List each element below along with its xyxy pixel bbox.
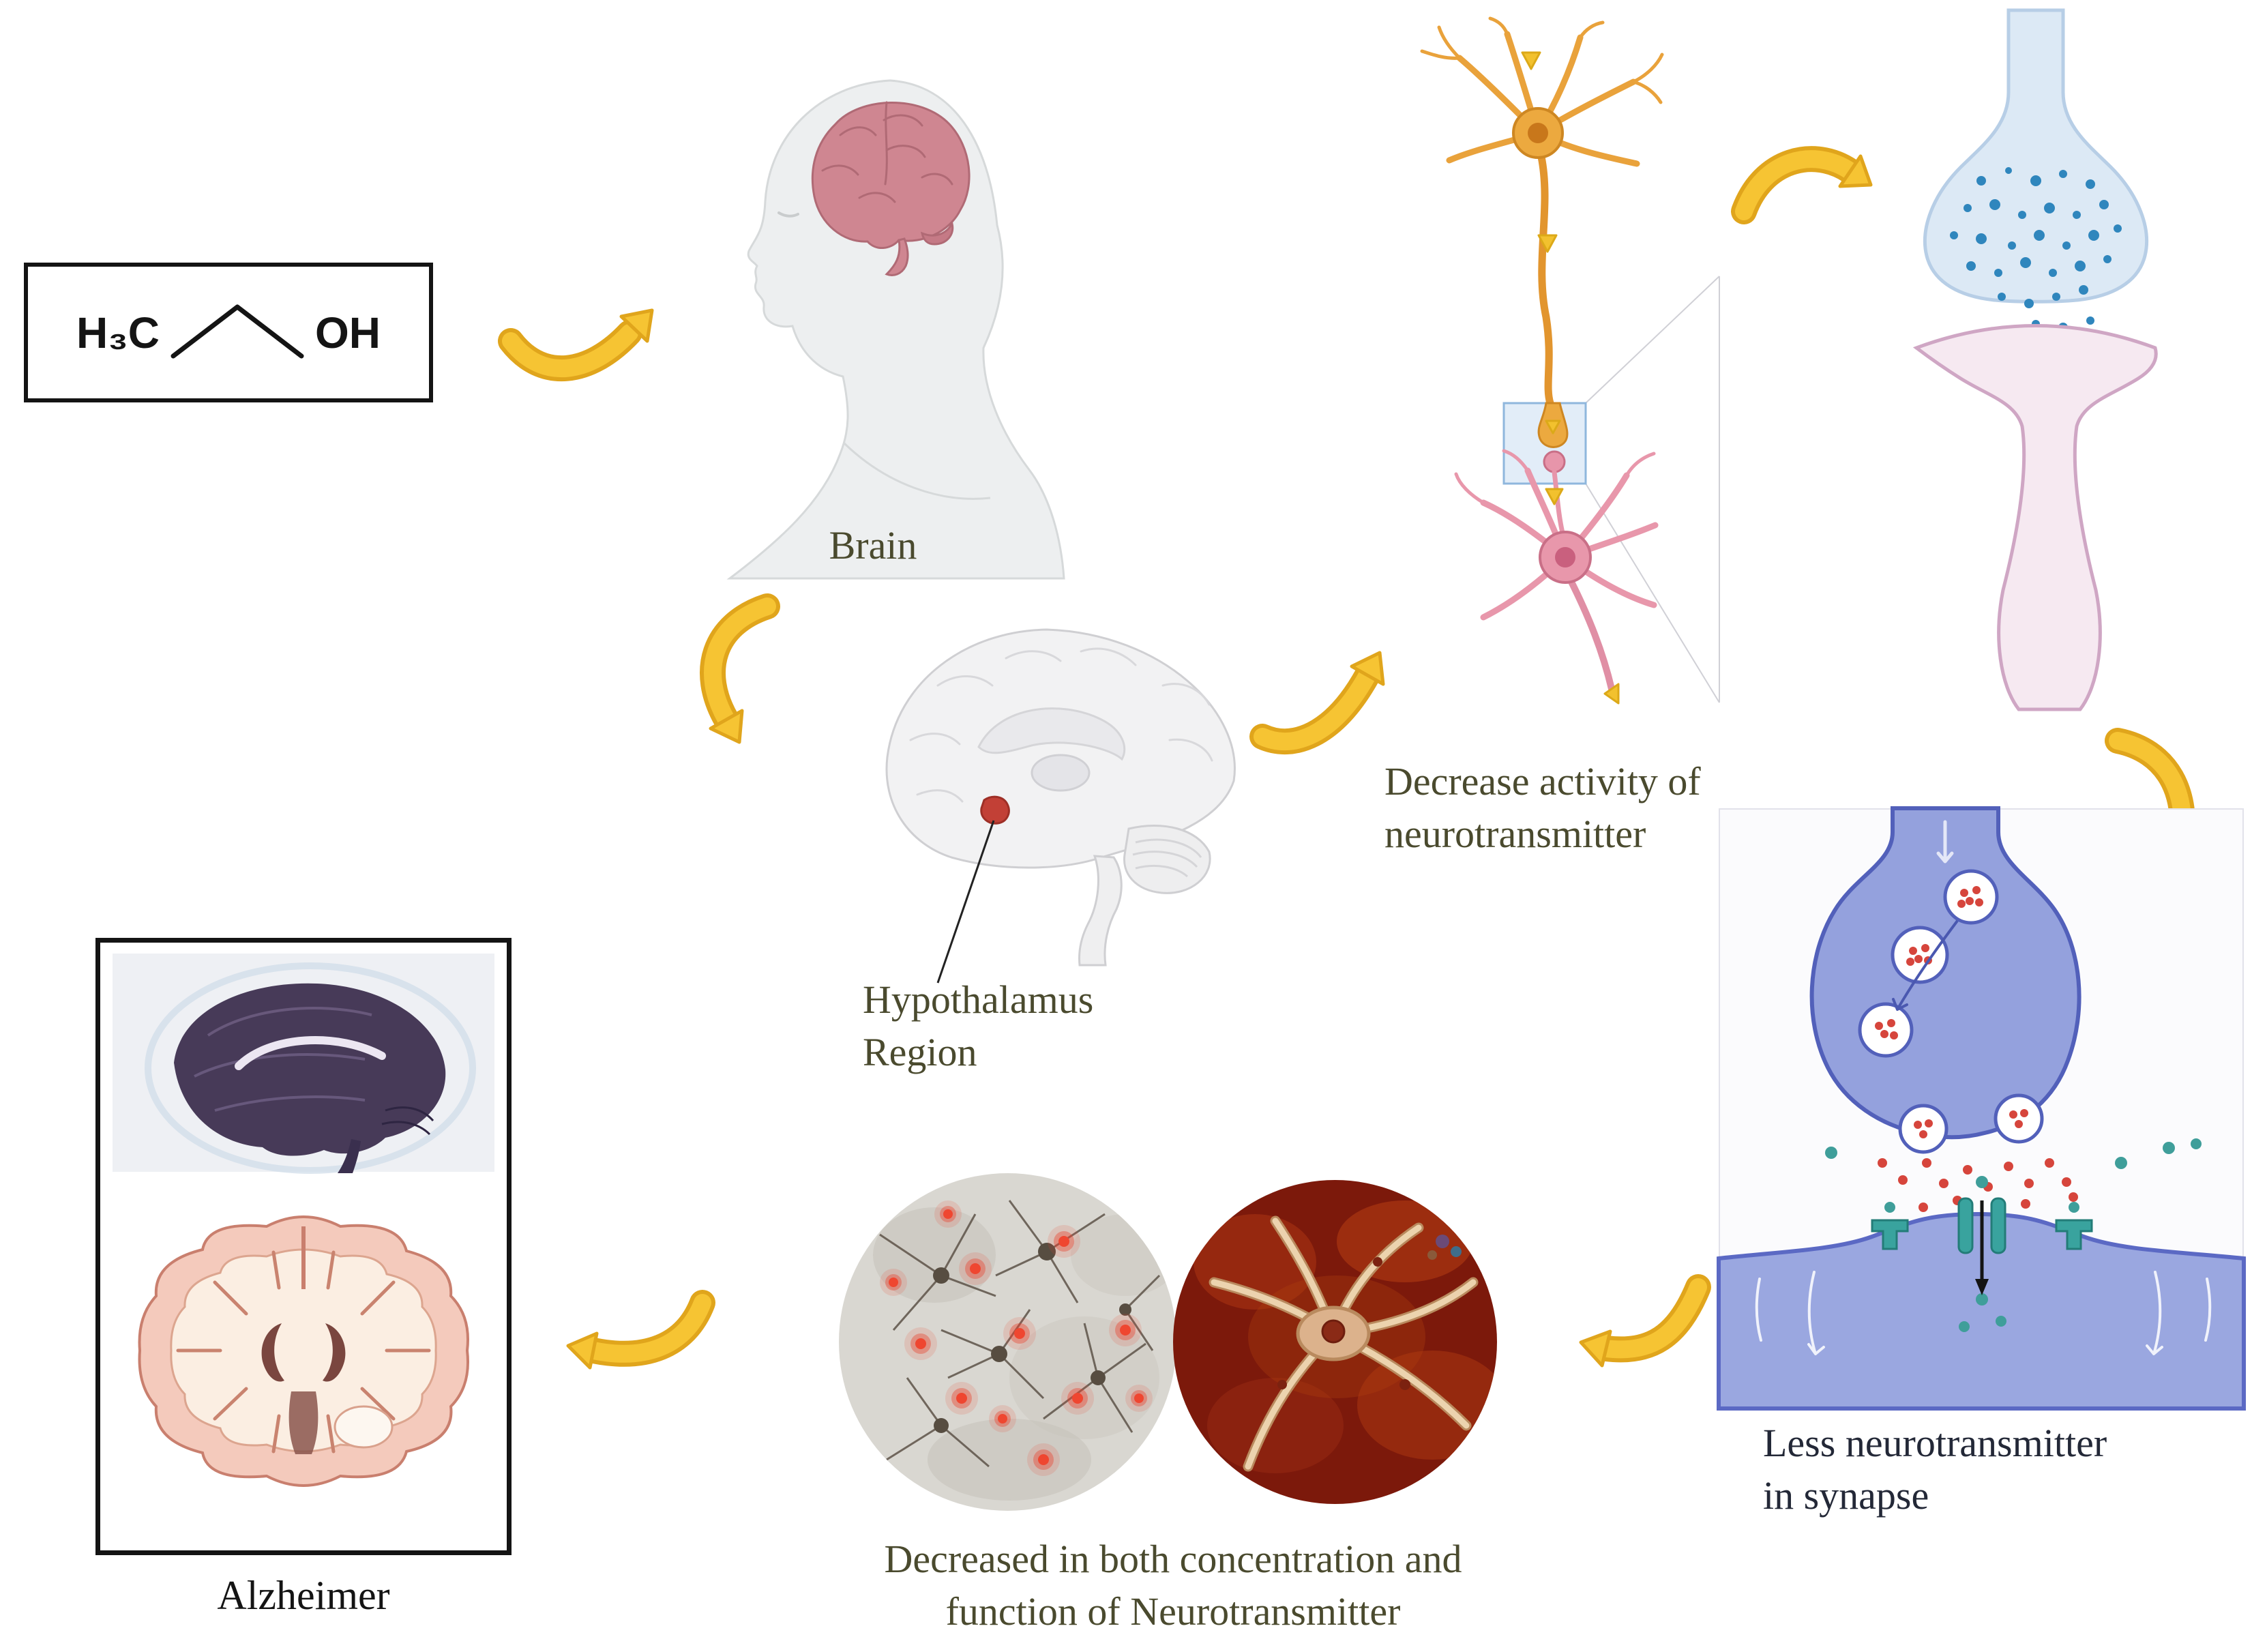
- ion-dots: [1884, 1202, 2079, 1332]
- presynaptic-terminal: [1923, 8, 2149, 304]
- flow-arrow-detail-to-micrographs: [1579, 1274, 1711, 1368]
- axon: [1537, 153, 1554, 407]
- head-silhouette: [726, 79, 1065, 580]
- coronal-brain-image: [138, 1215, 469, 1487]
- brain-label: Brain: [829, 523, 917, 567]
- synapse-overview-illustration: [1912, 8, 2158, 711]
- postsynaptic-spine: [1912, 324, 2158, 711]
- hypothalamus-marker: [980, 795, 1010, 825]
- less-neurotransmitter-label: Less neurotransmitter in synapse: [1763, 1421, 2107, 1518]
- activity-glow-dots: [880, 1200, 1153, 1476]
- brain-shape: [811, 101, 971, 276]
- corpus-callosum: [977, 707, 1126, 761]
- ethanol-right-label: OH: [315, 308, 381, 357]
- left-ventricle: [261, 1323, 284, 1382]
- ethanol-left-label: H₃C: [76, 308, 160, 357]
- neuron-pair-illustration: [1420, 16, 1720, 705]
- callout-lines: [1585, 276, 1720, 703]
- thalamus: [1031, 754, 1091, 792]
- intracellular-arrows: [1755, 1271, 2212, 1355]
- white-matter: [170, 1248, 437, 1453]
- postsynaptic-bouton: [1543, 450, 1566, 473]
- cerebellum: [1123, 824, 1211, 894]
- sulci-lines: [176, 1250, 431, 1454]
- neuron-somas: [933, 1243, 1131, 1433]
- modulator-dots: [1825, 1138, 2202, 1188]
- presynaptic-neuron: [1420, 16, 1664, 407]
- right-ventricle: [323, 1323, 346, 1382]
- flow-arrow-hypothalamus-to-neuron: [1249, 651, 1385, 754]
- flow-arrow-neuron-to-synapse: [1731, 146, 1873, 224]
- head-brain-illustration: [726, 79, 1065, 580]
- cerebrum-outline: [885, 628, 1236, 869]
- postsynaptic-neuron: [1454, 449, 1659, 692]
- released-neurotransmitter-dots: [1878, 1158, 2078, 1212]
- signal-direction-arrows: [1521, 51, 1620, 705]
- receptors: [1871, 1197, 2093, 1254]
- decreased-concentration-label: Decreased in both concentration and func…: [884, 1537, 1462, 1634]
- hypothalamus-label: Hypothalamus Region: [863, 977, 1094, 1074]
- synaptic-vesicles: [1858, 869, 2044, 1154]
- synapse-detail-illustration: [1717, 806, 2246, 1411]
- ethanol-structure: H₃C OH: [24, 263, 433, 402]
- hypothalamus-pointer-line: [936, 820, 995, 984]
- flow-arrow-ethanol-to-brain: [498, 308, 654, 382]
- neuron-micrograph-circle: [839, 1173, 1176, 1511]
- neuron-processes: [879, 1200, 1161, 1468]
- closed-eye-line: [777, 211, 799, 218]
- chemical-bond-line: [171, 304, 304, 359]
- atrophy-region: [334, 1405, 394, 1449]
- flow-arrow-brain-to-hypothalamus: [700, 593, 780, 744]
- brainstem: [1078, 855, 1123, 967]
- flow-arrow-micrographs-to-alzheimer: [566, 1290, 715, 1370]
- astrocyte-micrograph-circle: [1173, 1180, 1497, 1504]
- alzheimer-label: Alzheimer: [217, 1573, 390, 1618]
- alzheimer-image-box: [95, 938, 512, 1555]
- decrease-activity-label: Decrease activity of neurotransmitter: [1384, 759, 1701, 856]
- mri-brain-image: [113, 954, 494, 1174]
- vesicle-movement-arrow: [1896, 919, 1959, 1010]
- central-atrophy-gap: [288, 1391, 318, 1454]
- detail-postsynaptic-membrane: [1717, 1211, 2246, 1411]
- debris-dots: [1277, 1235, 1462, 1390]
- sagittal-brain-illustration: [885, 628, 1236, 984]
